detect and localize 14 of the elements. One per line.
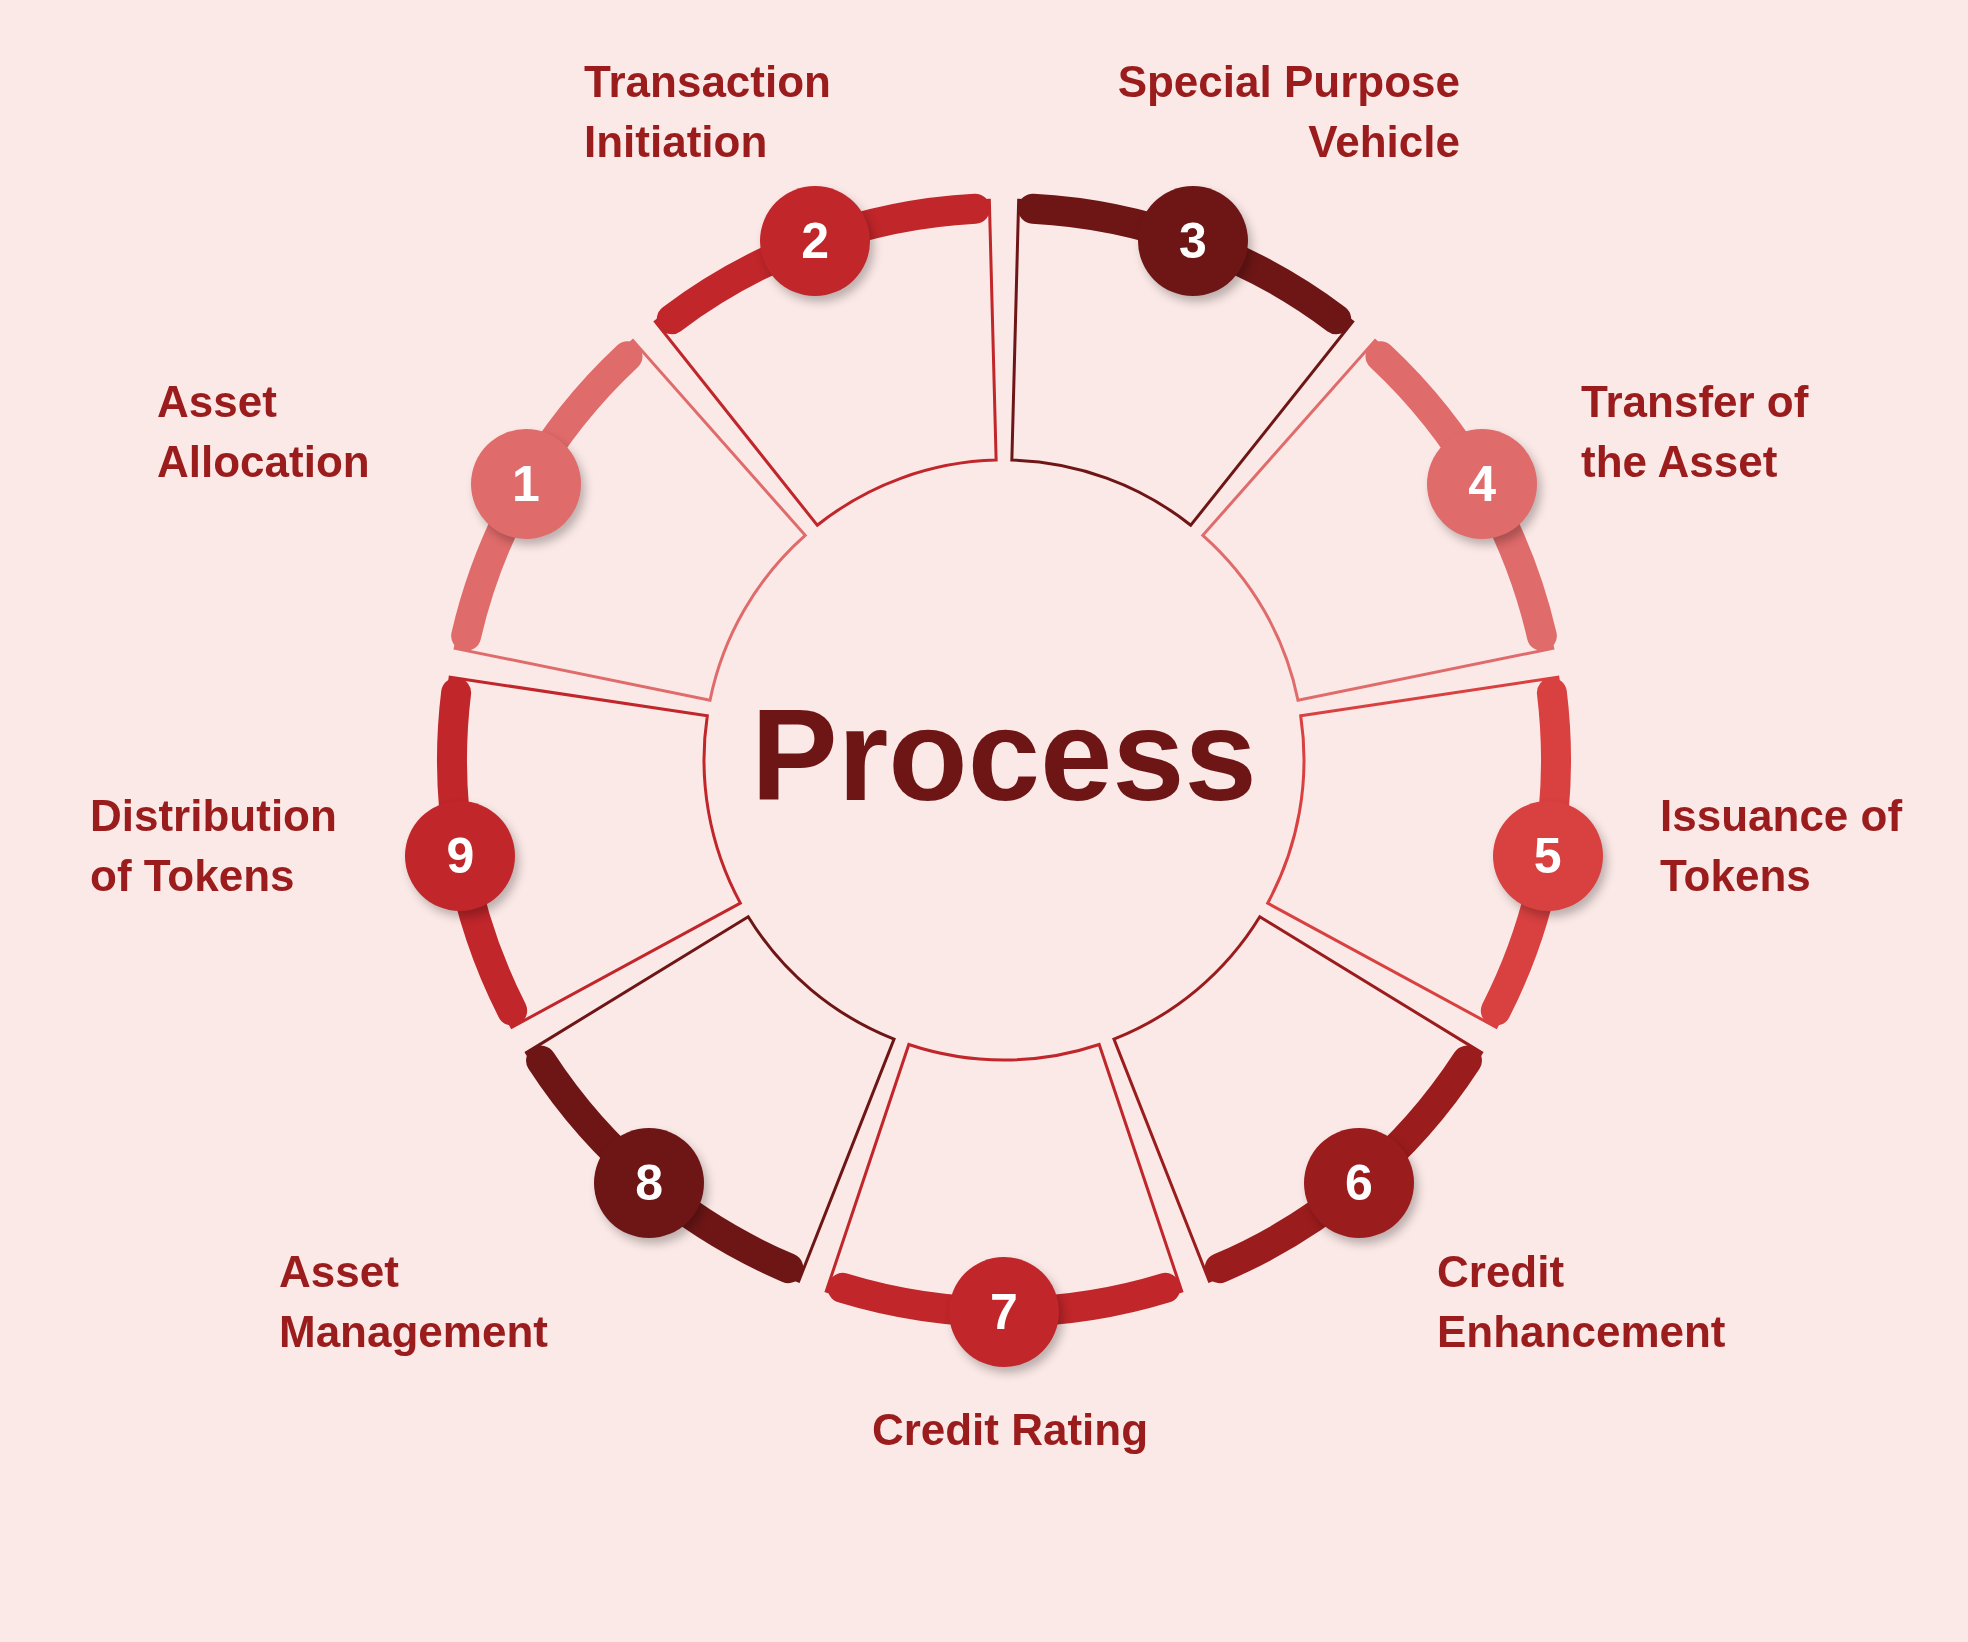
step-label: Credit Rating xyxy=(870,1404,1150,1456)
step-label: Asset Allocation xyxy=(157,376,371,488)
center-title: Process xyxy=(751,680,1257,830)
step-label: Distribution of Tokens xyxy=(90,790,338,902)
step-label: Credit Enhancement xyxy=(1437,1246,1727,1358)
step-label: Transfer of the Asset xyxy=(1581,376,1810,488)
step-number-circle: 7 xyxy=(949,1257,1059,1367)
step-label: Issuance of Tokens xyxy=(1660,790,1904,902)
step-label: Asset Management xyxy=(279,1246,549,1358)
step-number-circle: 9 xyxy=(405,800,516,911)
step-label: Transaction Initiation xyxy=(584,56,832,168)
step-label: Special Purpose Vehicle xyxy=(1116,56,1460,168)
step-number-circle: 2 xyxy=(760,186,871,297)
step-number-circle: 1 xyxy=(470,429,581,539)
